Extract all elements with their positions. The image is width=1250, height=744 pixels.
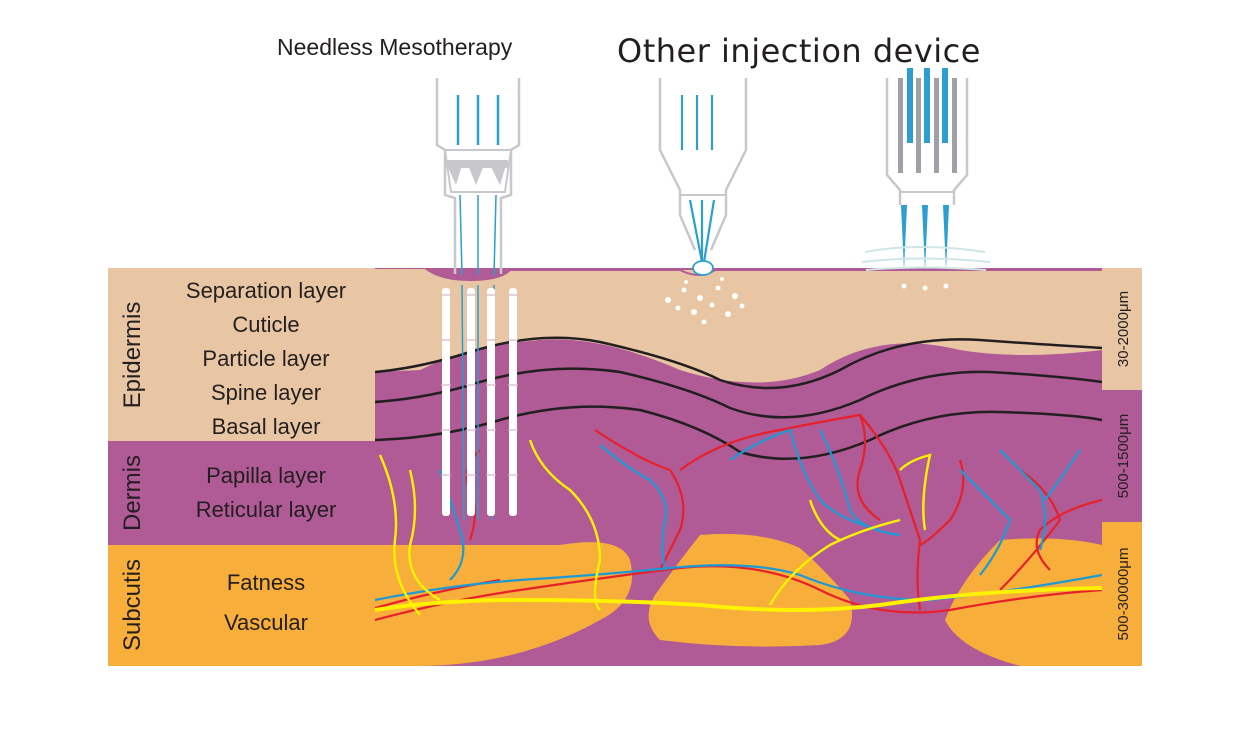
layer-label-separation: Separation layer bbox=[186, 278, 346, 303]
layer-line-2 bbox=[375, 367, 1102, 419]
multi-needle-surface-ripples bbox=[861, 246, 991, 271]
skin-cross-section bbox=[375, 268, 1102, 666]
multi-needle-bars bbox=[898, 68, 957, 173]
needless-infusion-dashes bbox=[441, 294, 518, 476]
layer-label-spine: Spine layer bbox=[211, 380, 321, 405]
dermis-label-band bbox=[108, 441, 375, 545]
single-needle-dispersion-dots bbox=[665, 277, 745, 325]
subcutis-label-band bbox=[108, 545, 375, 666]
needless-jets-upper bbox=[456, 95, 500, 145]
fat-lobe-2 bbox=[648, 533, 852, 647]
depth-label-subcutis: 500-30000μm bbox=[1115, 548, 1132, 641]
title-other-injection-device: Other injection device bbox=[617, 32, 981, 70]
group-label-epidermis: Epidermis bbox=[119, 302, 146, 409]
title-needless-mesotherapy: Needless Mesotherapy bbox=[277, 34, 513, 60]
group-label-dermis: Dermis bbox=[119, 455, 146, 531]
layer-label-reticular: Reticular layer bbox=[196, 497, 337, 522]
epidermis-label-band bbox=[108, 268, 375, 441]
depth-band-dermis bbox=[1102, 390, 1142, 522]
layer-label-papilla: Papilla layer bbox=[206, 463, 326, 488]
multi-needle-dots bbox=[901, 283, 949, 291]
layer-label-cuticle: Cuticle bbox=[232, 312, 299, 337]
group-label-subcutis: Subcutis bbox=[119, 559, 146, 651]
fat-lobe-1 bbox=[375, 542, 632, 666]
depth-band-epidermis bbox=[1102, 268, 1142, 390]
epidermis-region bbox=[375, 268, 1102, 383]
multi-needle-tips bbox=[901, 205, 949, 270]
single-needle-lines bbox=[680, 95, 716, 263]
layer-label-basal: Basal layer bbox=[212, 414, 321, 439]
needless-infusion-dots bbox=[442, 288, 517, 516]
needless-mesotherapy-device bbox=[435, 78, 521, 521]
layer-line-1 bbox=[375, 336, 1102, 390]
layer-label-fatness: Fatness bbox=[227, 570, 305, 595]
yellow-vessels bbox=[375, 439, 1102, 616]
layer-line-3 bbox=[375, 405, 1102, 460]
layer-label-vascular: Vascular bbox=[224, 610, 308, 635]
single-needle-device bbox=[658, 78, 748, 325]
depth-band-subcutis bbox=[1102, 522, 1142, 666]
depth-label-dermis: 500-1500μm bbox=[1115, 414, 1132, 499]
depth-label-epidermis: 30-2000μm bbox=[1115, 291, 1132, 367]
layer-label-particle: Particle layer bbox=[202, 346, 329, 371]
multi-needle-device bbox=[861, 68, 991, 291]
